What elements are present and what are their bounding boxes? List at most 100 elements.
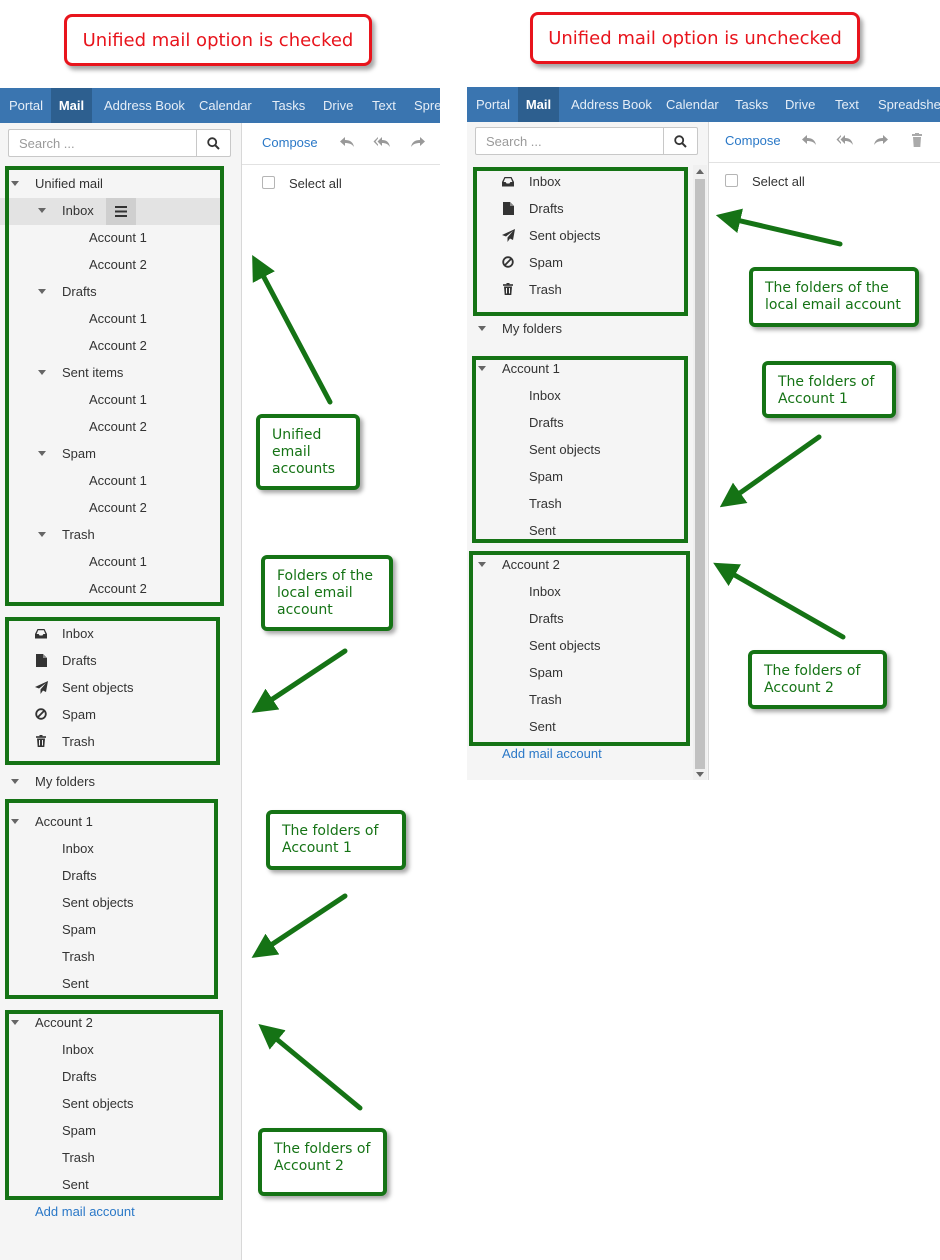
nav-spreadsheet[interactable]: Spre <box>414 98 440 113</box>
forward-icon[interactable] <box>872 133 890 147</box>
unified-account-folder[interactable]: Account 1 <box>89 230 147 245</box>
expand-caret-icon[interactable] <box>478 366 486 371</box>
account1-folder-inbox[interactable]: Inbox <box>529 388 561 403</box>
account2-folder-trash[interactable]: Trash <box>529 692 562 707</box>
forward-icon[interactable] <box>409 135 427 149</box>
account1-folder-spam[interactable]: Spam <box>62 922 96 937</box>
reply-all-icon[interactable] <box>836 133 854 147</box>
account2-folder-inbox[interactable]: Inbox <box>62 1042 94 1057</box>
unified-account-folder[interactable]: Account 2 <box>89 338 147 353</box>
expand-caret-icon[interactable] <box>38 370 46 375</box>
folder-local-spam[interactable]: Spam <box>529 255 563 270</box>
nav-drive[interactable]: Drive <box>323 98 354 113</box>
unified-account-folder[interactable]: Account 2 <box>89 500 147 515</box>
account2-folder-inbox[interactable]: Inbox <box>529 584 561 599</box>
nav-drive[interactable]: Drive <box>785 97 816 112</box>
account2-folder-sent-objects[interactable]: Sent objects <box>529 638 601 653</box>
expand-caret-icon[interactable] <box>11 819 19 824</box>
expand-caret-icon[interactable] <box>38 532 46 537</box>
nav-portal[interactable]: Portal <box>476 97 510 112</box>
account2-folder-sent-objects[interactable]: Sent objects <box>62 1096 134 1111</box>
account1-folder-sent[interactable]: Sent <box>62 976 89 991</box>
folder-local-inbox[interactable]: Inbox <box>62 626 94 641</box>
reply-icon[interactable] <box>800 133 818 147</box>
scroll-up-arrow[interactable] <box>696 169 704 174</box>
account2-folder-sent[interactable]: Sent <box>62 1177 89 1192</box>
unified-account-folder[interactable]: Account 1 <box>89 392 147 407</box>
search-input[interactable] <box>476 128 664 154</box>
account1-folder-sent-objects[interactable]: Sent objects <box>62 895 134 910</box>
folder-unified-mail[interactable]: Unified mail <box>35 176 103 191</box>
expand-caret-icon[interactable] <box>38 208 46 213</box>
nav-address-book[interactable]: Address Book <box>104 98 185 113</box>
nav-text[interactable]: Text <box>835 97 859 112</box>
expand-caret-icon[interactable] <box>478 326 486 331</box>
unified-account-folder[interactable]: Account 1 <box>89 473 147 488</box>
nav-calendar[interactable]: Calendar <box>199 98 252 113</box>
account2-folder-drafts[interactable]: Drafts <box>62 1069 97 1084</box>
folder-my-folders[interactable]: My folders <box>502 321 562 336</box>
folder-local-sent-objects[interactable]: Sent objects <box>529 228 601 243</box>
expand-caret-icon[interactable] <box>38 451 46 456</box>
unified-account-folder[interactable]: Account 1 <box>89 311 147 326</box>
folder-local-trash[interactable]: Trash <box>62 734 95 749</box>
account1-folder-trash[interactable]: Trash <box>62 949 95 964</box>
account2-folder-spam[interactable]: Spam <box>62 1123 96 1138</box>
folder-my-folders[interactable]: My folders <box>35 774 95 789</box>
add-mail-account-link[interactable]: Add mail account <box>35 1204 135 1219</box>
account2-folder-spam[interactable]: Spam <box>529 665 563 680</box>
nav-mail[interactable]: Mail <box>51 88 92 123</box>
folder-account-2[interactable]: Account 2 <box>502 557 560 572</box>
search-button[interactable] <box>196 130 230 156</box>
folder-unified-drafts[interactable]: Drafts <box>62 284 97 299</box>
nav-text[interactable]: Text <box>372 98 396 113</box>
folder-local-sent-objects[interactable]: Sent objects <box>62 680 134 695</box>
reply-icon[interactable] <box>338 135 356 149</box>
unified-account-folder[interactable]: Account 2 <box>89 257 147 272</box>
add-mail-account-link[interactable]: Add mail account <box>502 746 602 761</box>
account2-folder-drafts[interactable]: Drafts <box>529 611 564 626</box>
nav-mail[interactable]: Mail <box>518 87 559 122</box>
account1-folder-drafts[interactable]: Drafts <box>62 868 97 883</box>
account1-folder-drafts[interactable]: Drafts <box>529 415 564 430</box>
nav-tasks[interactable]: Tasks <box>272 98 306 113</box>
account1-folder-trash[interactable]: Trash <box>529 496 562 511</box>
search-button[interactable] <box>663 128 697 154</box>
select-all-checkbox[interactable] <box>262 176 275 189</box>
search-input[interactable] <box>9 130 197 156</box>
trash-icon[interactable] <box>908 133 926 147</box>
scrollbar-thumb[interactable] <box>695 179 705 769</box>
right-sidebar-scrollbar[interactable] <box>693 165 707 780</box>
unified-account-folder[interactable]: Account 2 <box>89 581 147 596</box>
unified-account-folder[interactable]: Account 2 <box>89 419 147 434</box>
folder-unified-inbox[interactable]: Inbox <box>62 203 94 218</box>
nav-address-book[interactable]: Address Book <box>571 97 652 112</box>
nav-spreadsheet[interactable]: Spreadshee <box>878 97 940 112</box>
expand-caret-icon[interactable] <box>11 1020 19 1025</box>
folder-account-2[interactable]: Account 2 <box>35 1015 93 1030</box>
expand-caret-icon[interactable] <box>11 181 19 186</box>
folder-account-1[interactable]: Account 1 <box>35 814 93 829</box>
scroll-down-arrow[interactable] <box>696 772 704 777</box>
expand-caret-icon[interactable] <box>38 289 46 294</box>
expand-caret-icon[interactable] <box>11 779 19 784</box>
folder-local-drafts[interactable]: Drafts <box>62 653 97 668</box>
nav-portal[interactable]: Portal <box>9 98 43 113</box>
account2-folder-sent[interactable]: Sent <box>529 719 556 734</box>
compose-button[interactable]: Compose <box>725 133 781 148</box>
account1-folder-sent-objects[interactable]: Sent objects <box>529 442 601 457</box>
folder-local-spam[interactable]: Spam <box>62 707 96 722</box>
folder-local-trash[interactable]: Trash <box>529 282 562 297</box>
unified-account-folder[interactable]: Account 1 <box>89 554 147 569</box>
reply-all-icon[interactable] <box>373 135 391 149</box>
folder-unified-sent-items[interactable]: Sent items <box>62 365 124 380</box>
folder-unified-spam[interactable]: Spam <box>62 446 96 461</box>
folder-local-drafts[interactable]: Drafts <box>529 201 564 216</box>
expand-caret-icon[interactable] <box>478 562 486 567</box>
account1-folder-inbox[interactable]: Inbox <box>62 841 94 856</box>
account1-folder-sent[interactable]: Sent <box>529 523 556 538</box>
folder-account-1[interactable]: Account 1 <box>502 361 560 376</box>
account1-folder-spam[interactable]: Spam <box>529 469 563 484</box>
nav-calendar[interactable]: Calendar <box>666 97 719 112</box>
folder-local-inbox[interactable]: Inbox <box>529 174 561 189</box>
